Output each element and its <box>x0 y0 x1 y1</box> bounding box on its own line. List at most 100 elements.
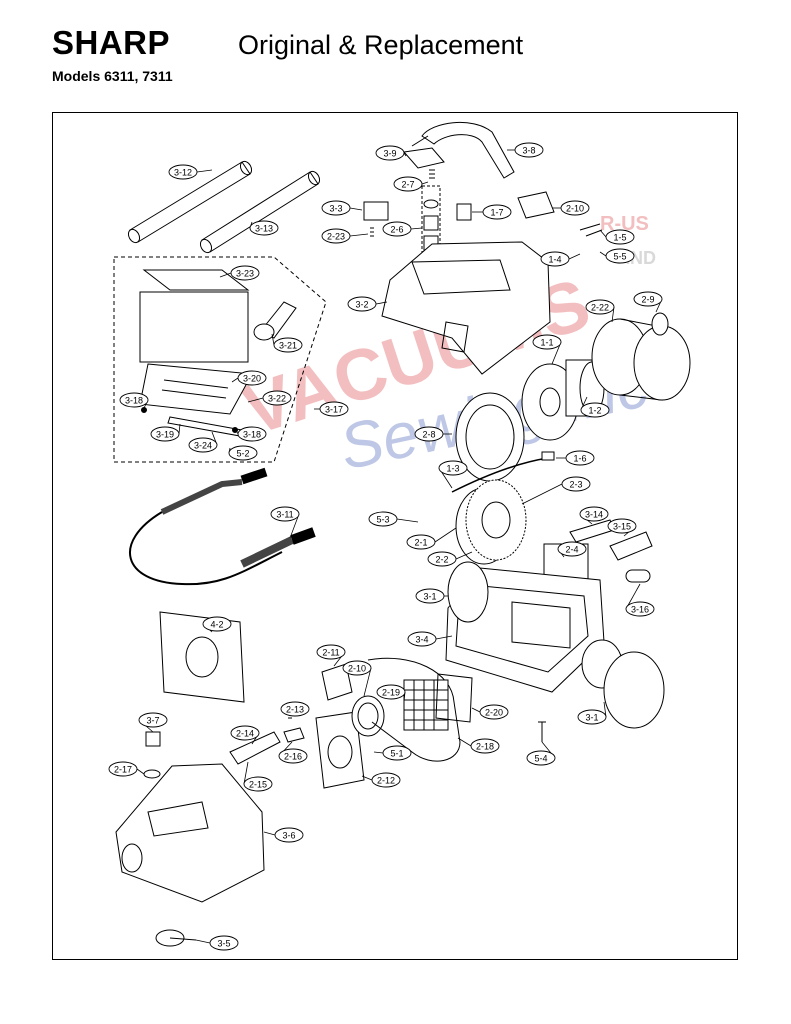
part-number: 2-10 <box>348 664 366 674</box>
cover-latch <box>145 731 161 747</box>
part-number: 5-1 <box>390 749 403 759</box>
label-bubble <box>202 616 232 632</box>
part-number: 3-1 <box>585 713 598 723</box>
label-bubble <box>321 200 351 216</box>
part-number: 3-23 <box>236 269 254 279</box>
label-bubble <box>150 426 180 442</box>
part-label: 2-17 <box>108 761 145 777</box>
label-bubble <box>243 776 273 792</box>
part-label: 5-1 <box>373 745 412 761</box>
latch-part <box>363 201 389 221</box>
part-label: 3-11 <box>270 506 300 539</box>
label-bubble <box>514 142 544 158</box>
front-cover <box>115 763 265 903</box>
bag-holder-ring <box>327 735 353 769</box>
label-bubble <box>375 145 405 161</box>
part-number: 2-19 <box>382 688 400 698</box>
part-number: 3-12 <box>174 168 192 178</box>
part-label: 3-6 <box>263 827 304 843</box>
part-label: 3-14 <box>579 506 609 525</box>
exhaust-filter <box>403 679 449 731</box>
label-bubble <box>565 450 595 466</box>
label-bubble <box>577 709 607 725</box>
label-bubble <box>321 228 351 244</box>
leader-line <box>289 513 300 539</box>
part-label: 5-4 <box>526 741 556 766</box>
top-cover <box>381 241 551 375</box>
part-number: 3-9 <box>383 149 396 159</box>
pedal-lever <box>229 731 281 765</box>
label-bubble <box>605 229 635 245</box>
leader-line <box>457 737 472 747</box>
leader-line <box>599 229 607 238</box>
label-bubble <box>382 745 412 761</box>
part-label: 3-15 <box>607 518 637 537</box>
part-number: 2-15 <box>249 780 267 790</box>
leader-line <box>219 272 232 278</box>
exhaust-cover <box>435 673 473 723</box>
part-label: 2-20 <box>471 704 509 720</box>
leader-line <box>568 253 581 260</box>
terminal-parts <box>579 223 603 237</box>
part-number: 1-2 <box>588 406 601 416</box>
leader-line <box>178 423 181 435</box>
part-label: 1-1 <box>532 334 562 365</box>
part-number: 2-20 <box>485 708 503 718</box>
part-number: 3-22 <box>268 394 286 404</box>
tool-holder <box>625 569 651 583</box>
part-number: 1-3 <box>446 464 459 474</box>
exploded-parts-diagram: VACUUMS Sewing Inc R-US AND <box>108 121 691 951</box>
part-label: 2-2 <box>427 551 473 567</box>
leader-line <box>471 707 481 713</box>
part-number: 3-8 <box>522 146 535 156</box>
label-bubble <box>280 701 310 717</box>
part-number: 2-9 <box>641 295 654 305</box>
seal-gasket <box>351 695 385 737</box>
label-bubble <box>230 265 260 281</box>
label-bubble <box>470 738 500 754</box>
part-number: 5-3 <box>376 515 389 525</box>
part-label: 3-19 <box>150 423 181 442</box>
label-bubble <box>237 370 267 386</box>
part-number: 2-12 <box>377 776 395 786</box>
leader-line <box>136 768 145 775</box>
label-bubble <box>479 704 509 720</box>
label-bubble <box>625 601 655 617</box>
body-gasket <box>367 657 461 762</box>
part-label: 2-16 <box>278 741 308 764</box>
label-bubble <box>393 176 423 192</box>
part-label: 3-9 <box>375 145 407 161</box>
page-subtitle: Original & Replacement <box>238 30 524 60</box>
leader-line <box>263 831 276 836</box>
hose <box>129 467 316 586</box>
part-number: 3-11 <box>276 510 293 520</box>
part-label: 3-8 <box>507 142 544 158</box>
part-label: 2-15 <box>243 761 273 792</box>
part-number: 5-5 <box>613 252 626 262</box>
leader-line <box>271 333 275 346</box>
part-label: 3-17 <box>314 401 349 417</box>
part-number: 4-2 <box>210 620 223 630</box>
part-number: 3-17 <box>325 405 343 415</box>
leader-line <box>361 775 373 781</box>
leader-line <box>455 551 473 560</box>
label-bubble <box>407 631 437 647</box>
label-bubble <box>579 506 609 522</box>
bottom-screw <box>538 721 546 742</box>
part-label: 2-1 <box>406 527 457 550</box>
part-label: 3-13 <box>249 220 279 236</box>
label-bubble <box>526 750 556 766</box>
part-number: 2-10 <box>566 204 584 214</box>
carry-handle <box>411 121 515 179</box>
cord-plug <box>541 451 555 461</box>
leader-line <box>410 227 423 230</box>
leader-line <box>231 377 239 383</box>
body-side-wheel <box>447 561 489 623</box>
leader-line <box>196 169 213 173</box>
label-bubble <box>273 337 303 353</box>
part-label: 2-18 <box>457 737 500 754</box>
label-bubble <box>532 334 562 350</box>
label-bubble <box>557 541 587 557</box>
part-label: 3-22 <box>247 390 292 406</box>
